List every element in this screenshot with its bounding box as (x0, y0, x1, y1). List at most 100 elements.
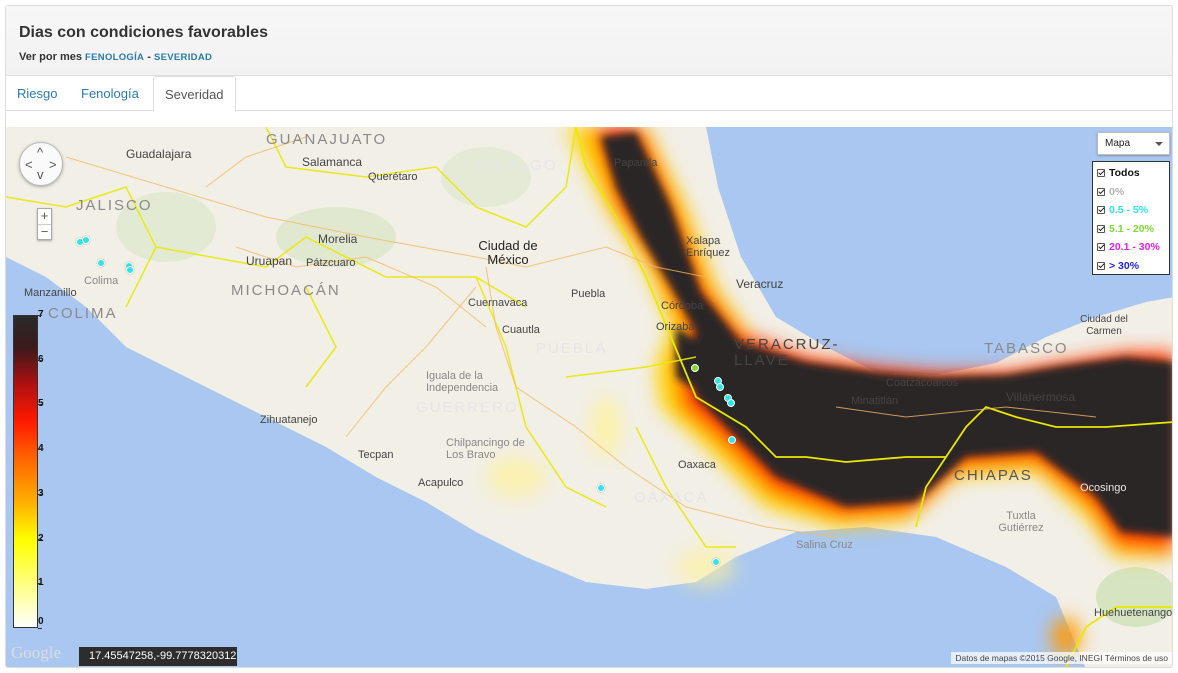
scale-label: 1 (38, 577, 44, 588)
state-label-jalisco: JALISCO (76, 197, 153, 214)
city-cuernavaca: Cuernavaca (468, 297, 528, 309)
pan-right-icon[interactable]: > (49, 157, 57, 172)
city-chilpancingo: Chilpancingo de Los Bravo (446, 437, 525, 461)
city-patzcuaro: Pátzcuaro (306, 257, 356, 269)
state-label-puebla: PUEBLA (536, 340, 608, 357)
zoom-control: + − (37, 208, 52, 240)
station-marker[interactable] (97, 259, 105, 267)
state-borders-east (575, 127, 1172, 667)
station-marker[interactable] (82, 236, 90, 244)
city-morelia: Morelia (318, 232, 358, 246)
coordinate-readout: 17.45547258,-99.7778320312 (79, 647, 237, 666)
chevron-down-icon (1155, 142, 1163, 146)
city-queretaro: Querétaro (368, 171, 418, 183)
state-label-guerrero: GUERRERO (416, 399, 519, 416)
google-logo: Google (11, 643, 62, 662)
legend-item-0-5[interactable]: 0.5 - 5% (1097, 201, 1165, 220)
city-veracruz: Veracruz (736, 277, 784, 291)
checkbox-icon[interactable] (1097, 206, 1105, 214)
scale-tick (38, 315, 42, 316)
scale-tick (38, 404, 42, 406)
station-marker[interactable] (727, 399, 735, 407)
zoom-in-button[interactable]: + (40, 208, 49, 223)
pan-up-icon[interactable]: ^ (37, 145, 44, 160)
state-label-chiapas: CHIAPAS (954, 467, 1033, 484)
checkbox-icon[interactable] (1097, 169, 1105, 177)
legend-item-todos[interactable]: Todos (1097, 164, 1165, 183)
subtitle-prefix: Ver por mes (19, 51, 82, 63)
city-iguala: Iguala de la Independencia (426, 370, 499, 394)
map-type-select[interactable]: Mapa (1097, 132, 1170, 155)
scale-label: 6 (38, 354, 44, 365)
station-marker[interactable] (597, 484, 605, 492)
city-salina-cruz: Salina Cruz (796, 539, 853, 551)
link-separator: - (147, 51, 151, 63)
station-marker[interactable] (691, 364, 699, 372)
city-orizaba: Orizaba (656, 321, 695, 333)
city-zihuatanejo: Zihuatanejo (260, 414, 318, 426)
city-cuautla: Cuautla (502, 324, 540, 336)
scale-label: 2 (38, 533, 44, 544)
station-legend: Todos 0% 0.5 - 5% 5.1 - 20% 20.1 - 30% >… (1092, 161, 1170, 275)
scale-tick (38, 359, 42, 361)
roads (65, 136, 1097, 538)
map-canvas[interactable]: GUANAJUATO HIDALGO JALISCO MICHOACÁN COL… (6, 127, 1173, 667)
scale-tick (38, 583, 42, 585)
checkbox-icon[interactable] (1097, 187, 1105, 196)
pan-left-icon[interactable]: < (25, 157, 33, 172)
city-ocosingo: Ocosingo (1080, 482, 1127, 494)
map-base (6, 127, 1172, 667)
state-label-colima: COLIMA (48, 305, 118, 322)
city-tecpan: Tecpan (358, 449, 394, 461)
scale-label: 5 (38, 398, 44, 409)
scale-label: 4 (38, 443, 44, 454)
color-scale-bar (13, 315, 38, 628)
legend-item-20-30[interactable]: 20.1 - 30% (1097, 238, 1165, 257)
state-label-tabasco: TABASCO (984, 340, 1069, 357)
page-title: Dias con condiciones favorables (19, 24, 268, 41)
state-label-michoacan: MICHOACÁN (231, 282, 341, 299)
state-label-hidalgo: HIDALGO (476, 157, 558, 174)
city-acapulco: Acapulco (418, 477, 464, 489)
tab-bar: Riesgo Fenología Severidad (6, 76, 1172, 112)
city-minatitlan: Minatitlán (851, 395, 899, 407)
legend-item-0[interactable]: 0% (1097, 183, 1165, 202)
panel-header: Dias con condiciones favorables Ver por … (6, 6, 1172, 76)
month-view-links: Ver por mes FENOLOGÍA - SEVERIDAD (19, 51, 1172, 63)
severidad-link[interactable]: SEVERIDAD (154, 52, 213, 63)
state-borders (6, 127, 736, 548)
station-marker[interactable] (728, 436, 736, 444)
station-marker[interactable] (716, 383, 724, 391)
map-type-value: Mapa (1105, 138, 1131, 149)
legend-item-30[interactable]: > 30% (1097, 257, 1165, 276)
tab-severidad[interactable]: Severidad (153, 76, 236, 112)
city-huehuetenango: Huehuetenango (1094, 607, 1173, 619)
checkbox-icon[interactable] (1097, 243, 1105, 251)
terms-link[interactable]: Términos de uso (1104, 653, 1168, 663)
state-label-oaxaca: OAXACA (634, 489, 709, 506)
pan-down-icon[interactable]: v (37, 167, 44, 182)
city-colima: Colima (84, 275, 119, 287)
map-attribution: Datos de mapas ©2015 Google, INEGI Térmi… (951, 652, 1172, 664)
state-label-guanajuato: GUANAJUATO (266, 131, 388, 148)
land-mass (6, 127, 1172, 667)
legend-item-5-20[interactable]: 5.1 - 20% (1097, 220, 1165, 239)
checkbox-icon[interactable] (1097, 261, 1105, 270)
tab-riesgo[interactable]: Riesgo (17, 86, 58, 101)
city-villahermosa: Villahermosa (1006, 390, 1076, 404)
pan-control[interactable]: ^ < > v (19, 142, 63, 186)
tab-fenologia[interactable]: Fenología (81, 86, 139, 101)
zoom-out-button[interactable]: − (40, 224, 49, 239)
city-ciudad-mexico: Ciudad de México (478, 238, 538, 267)
station-marker[interactable] (712, 558, 720, 566)
checkbox-icon[interactable] (1097, 224, 1105, 233)
city-manzanillo: Manzanillo (24, 287, 77, 299)
scale-tick (38, 628, 42, 629)
fenologia-link[interactable]: FENOLOGÍA (85, 52, 145, 63)
scale-label: 7 (38, 309, 44, 320)
city-uruapan: Uruapan (246, 254, 293, 268)
scale-tick (38, 538, 42, 540)
station-marker[interactable] (126, 266, 134, 274)
city-ciudad-carmen: Ciudad del Carmen (1080, 314, 1128, 337)
scale-tick (38, 493, 42, 495)
